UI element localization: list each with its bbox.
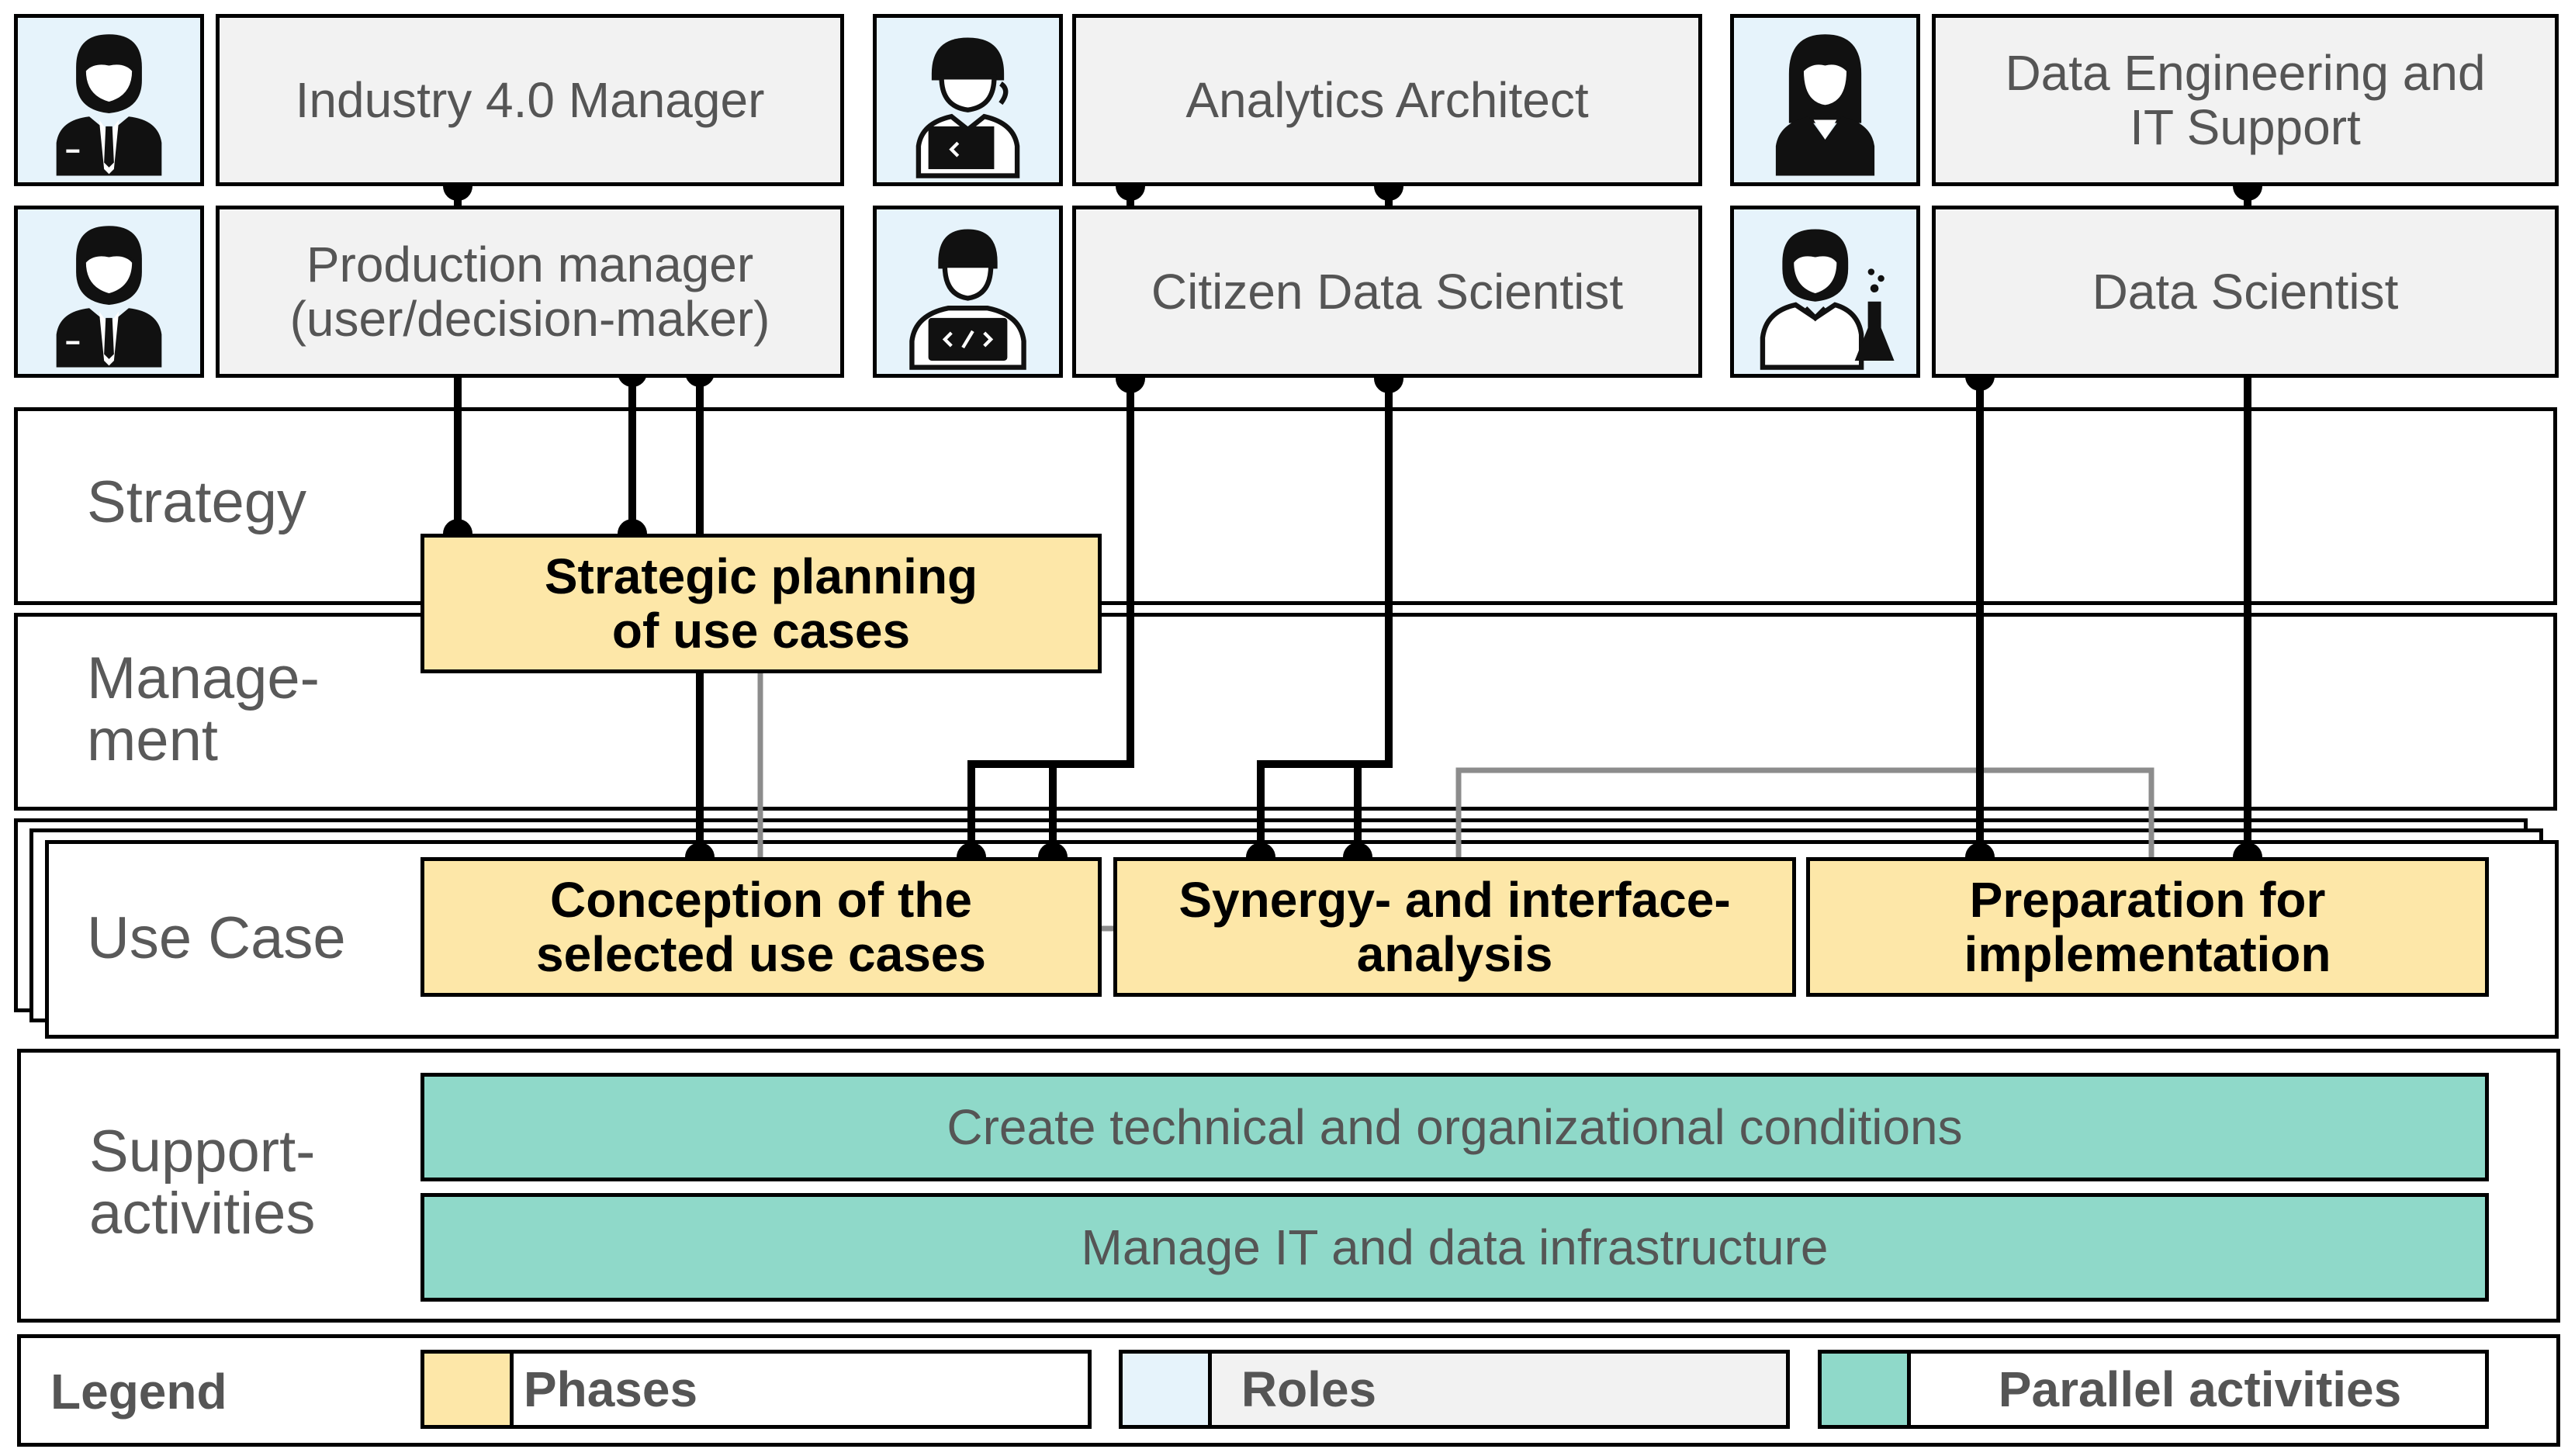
- coder-laptop-icon: [909, 229, 1026, 370]
- role-label: Analytics Architect: [1185, 71, 1589, 128]
- lane-label-use-case: Use Case: [87, 905, 346, 971]
- parallel-label: Manage IT and data infrastructure: [1081, 1219, 1829, 1275]
- role-icon-data-scientist: [1730, 206, 1920, 378]
- role-production-manager: Production manager (user/decision-maker): [216, 206, 844, 378]
- legend-item-phases: Phases: [421, 1350, 1092, 1429]
- phase-label: Preparation for implementation: [1964, 871, 2331, 982]
- role-icon-industry-manager: [14, 14, 204, 186]
- businesswoman-icon: [1775, 34, 1875, 176]
- phase-label: Synergy- and interface- analysis: [1178, 871, 1731, 982]
- role-icon-citizen-data-scientist: [873, 206, 1063, 378]
- legend-label-phases: Phases: [523, 1361, 698, 1417]
- legend-label-roles: Roles: [1241, 1361, 1377, 1417]
- architect-laptop-icon: [915, 37, 1020, 178]
- phase-strategic-planning: Strategic planning of use cases: [421, 534, 1102, 673]
- legend-label-parallel: Parallel activities: [1998, 1361, 2402, 1417]
- businessman-icon: [56, 226, 162, 368]
- legend-swatch-phases: [424, 1354, 514, 1425]
- lane-label-strategy: Strategy: [87, 469, 307, 535]
- lane-management: [14, 613, 2557, 811]
- role-icon-production-manager: [14, 206, 204, 378]
- legend-title: Legend: [50, 1364, 227, 1420]
- phase-conception: Conception of the selected use cases: [421, 857, 1102, 997]
- role-analytics-architect: Analytics Architect: [1072, 14, 1702, 186]
- role-label: Data Engineering and IT Support: [2005, 44, 2486, 155]
- role-industry-manager: Industry 4.0 Manager: [216, 14, 844, 186]
- gray-connectors: [757, 671, 2154, 932]
- parallel-label: Create technical and organizational cond…: [947, 1099, 1963, 1155]
- role-label: Industry 4.0 Manager: [295, 71, 765, 128]
- role-data-engineering: Data Engineering and IT Support: [1932, 14, 2559, 186]
- role-icon-analytics-architect: [873, 14, 1063, 186]
- parallel-technical-conditions: Create technical and organizational cond…: [421, 1073, 2489, 1181]
- role-icon-data-engineering: [1730, 14, 1920, 186]
- scientist-flask-icon: [1760, 229, 1895, 370]
- role-citizen-data-scientist: Citizen Data Scientist: [1072, 206, 1702, 378]
- role-label: Citizen Data Scientist: [1151, 263, 1624, 320]
- lane-label-support: Support- activities: [89, 1119, 316, 1247]
- role-label: Production manager (user/decision-maker): [289, 236, 770, 347]
- phase-synergy: Synergy- and interface- analysis: [1113, 857, 1796, 997]
- role-label: Data Scientist: [2092, 263, 2399, 320]
- role-data-scientist: Data Scientist: [1932, 206, 2559, 378]
- legend-swatch-roles: [1123, 1354, 1212, 1425]
- phase-label: Strategic planning of use cases: [544, 548, 978, 659]
- parallel-it-infrastructure: Manage IT and data infrastructure: [421, 1193, 2489, 1302]
- businessman-icon: [56, 34, 162, 176]
- phase-label: Conception of the selected use cases: [536, 871, 986, 982]
- phase-preparation: Preparation for implementation: [1806, 857, 2489, 997]
- lane-label-management: Manage- ment: [87, 645, 320, 773]
- legend-swatch-parallel: [1822, 1354, 1911, 1425]
- legend-item-roles: Roles: [1119, 1350, 1790, 1429]
- legend-item-parallel: Parallel activities: [1818, 1350, 2489, 1429]
